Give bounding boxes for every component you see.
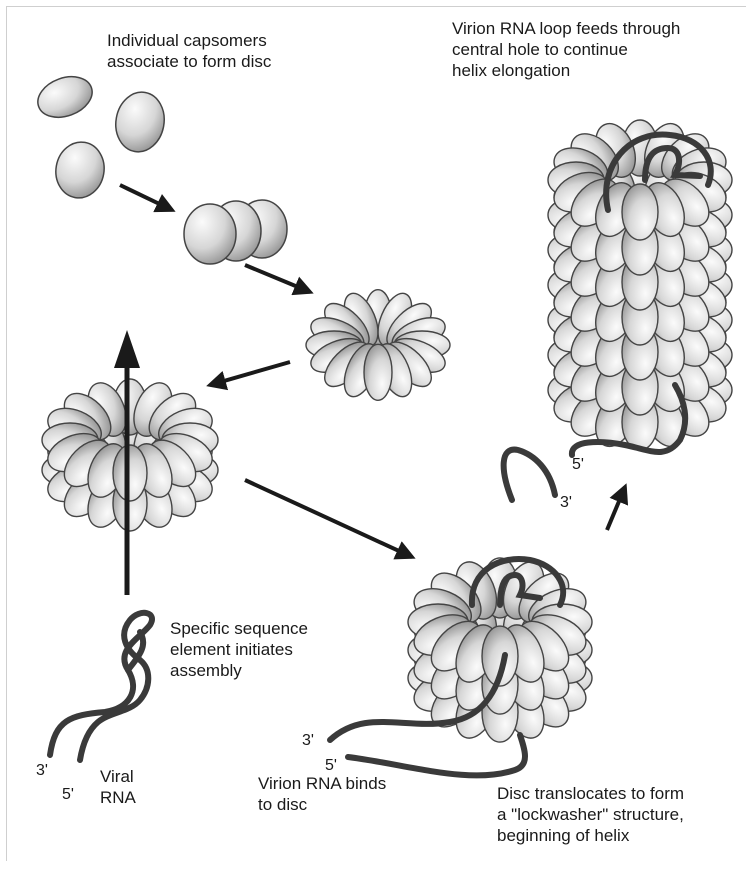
capsomer-bead	[113, 445, 147, 501]
terminal-mid-5prime: 5'	[325, 757, 337, 775]
arrow-bilayer-to-lockwasher	[245, 480, 412, 557]
terminal-right-5prime: 5'	[572, 456, 584, 474]
label-virion-rna-binds: Virion RNA binds to disc	[258, 773, 386, 815]
label-capsomers-associate: Individual capsomers associate to form d…	[107, 30, 271, 72]
arrow-capsomers-to-cluster	[120, 185, 172, 210]
capsomer-bead	[622, 184, 658, 240]
arrow-lockwasher-to-helix	[607, 487, 625, 530]
terminal-mid-3prime: 3'	[302, 732, 314, 750]
label-specific-sequence: Specific sequence element initiates asse…	[170, 618, 308, 681]
terminal-right-3prime: 3'	[560, 494, 572, 512]
label-disc-translocates: Disc translocates to form a "lockwasher"…	[497, 783, 684, 846]
arrow-disc-to-bilayer	[210, 362, 290, 385]
label-virion-rna-loop: Virion RNA loop feeds through central ho…	[452, 18, 680, 81]
capsomer-cluster	[184, 200, 287, 264]
double-layer-disc	[42, 377, 218, 533]
viral-rna-strand-a	[50, 613, 152, 760]
label-viral-rna: Viral RNA	[100, 766, 136, 808]
capsomer-bead	[364, 344, 392, 400]
helix-elongation-column	[548, 118, 732, 453]
arrow-cluster-to-disc	[245, 265, 310, 292]
individual-capsomers	[32, 70, 169, 202]
right-rna-3	[504, 450, 555, 500]
capsomer-disc	[306, 289, 450, 402]
terminal-left-3prime: 3'	[36, 762, 48, 780]
terminal-left-5prime: 5'	[62, 786, 74, 804]
